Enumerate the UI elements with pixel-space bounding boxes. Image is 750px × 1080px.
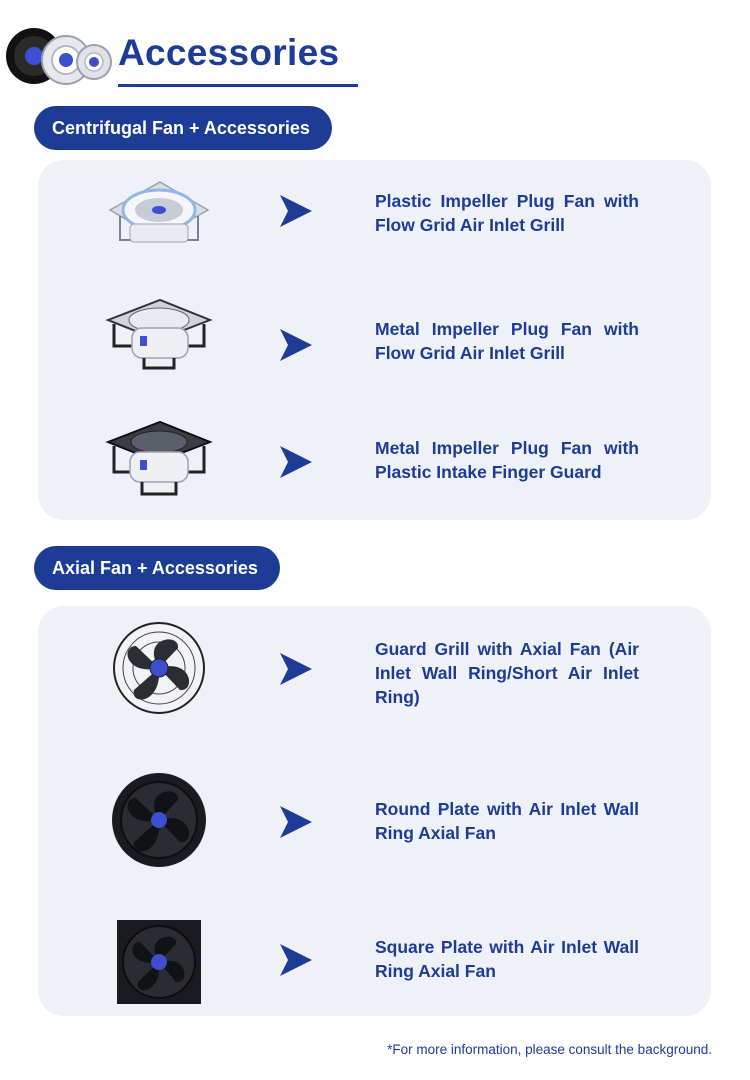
item-description: Plastic Impeller Plug Fan with Flow Grid… — [375, 191, 639, 235]
square-plate-axial-fan-icon — [117, 920, 201, 1004]
item-description: Metal Impeller Plug Fan with Flow Grid A… — [375, 319, 639, 363]
list-item: Square Plate with Air Inlet Wall Ring Ax… — [38, 906, 711, 1016]
footnote: *For more information, please consult th… — [387, 1042, 712, 1057]
list-item: Metal Impeller Plug Fan with Plastic Int… — [38, 410, 711, 520]
list-item: Guard Grill with Axial Fan (Air Inlet Wa… — [38, 606, 711, 736]
item-description: Square Plate with Air Inlet Wall Ring Ax… — [375, 937, 639, 981]
arrow-right-icon — [280, 446, 312, 478]
fan-impellers-logo-icon — [6, 28, 112, 85]
arrow-right-icon — [280, 195, 312, 227]
metal-plug-fan-grill-icon — [105, 298, 213, 370]
list-item: Plastic Impeller Plug Fan with Flow Grid… — [38, 160, 711, 270]
page-title: Accessories — [118, 32, 340, 73]
title-underline — [118, 84, 358, 87]
axial-fan-guard-grill-icon — [113, 622, 205, 714]
round-plate-axial-fan-icon — [112, 773, 206, 867]
arrow-right-icon — [280, 806, 312, 838]
metal-plug-fan-guard-icon — [105, 420, 213, 496]
item-description: Round Plate with Air Inlet Wall Ring Axi… — [375, 799, 639, 843]
arrow-right-icon — [280, 653, 312, 685]
arrow-right-icon — [280, 329, 312, 361]
centrifugal-panel: Plastic Impeller Plug Fan with Flow Grid… — [38, 160, 711, 520]
arrow-right-icon — [280, 944, 312, 976]
list-item: Round Plate with Air Inlet Wall Ring Axi… — [38, 766, 711, 876]
item-description: Guard Grill with Axial Fan (Air Inlet Wa… — [375, 639, 639, 707]
list-item: Metal Impeller Plug Fan with Flow Grid A… — [38, 290, 711, 400]
section-label-axial: Axial Fan + Accessories — [34, 546, 280, 590]
axial-panel: Guard Grill with Axial Fan (Air Inlet Wa… — [38, 606, 711, 1016]
item-description: Metal Impeller Plug Fan with Plastic Int… — [375, 438, 639, 482]
plastic-plug-fan-icon — [108, 181, 210, 243]
section-label-centrifugal: Centrifugal Fan + Accessories — [34, 106, 332, 150]
page-header: Accessories — [0, 0, 750, 100]
